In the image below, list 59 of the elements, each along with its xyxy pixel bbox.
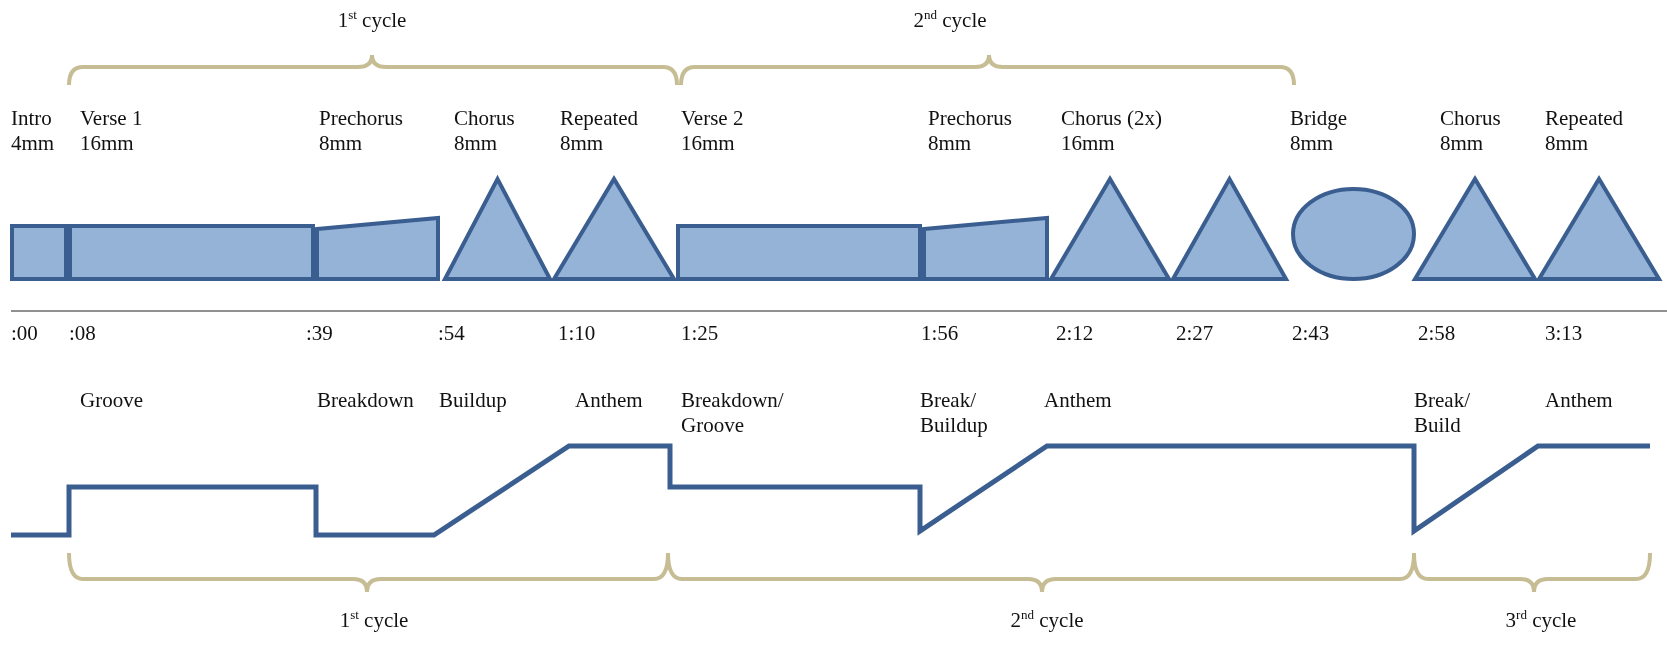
- section-name: Verse 1: [80, 106, 143, 131]
- section-length: 8mm: [1440, 131, 1484, 156]
- triangle-shape: [552, 176, 676, 282]
- ellipse-shape: [1291, 186, 1416, 282]
- time-mark: 2:27: [1176, 321, 1214, 346]
- section-name: Intro: [11, 106, 52, 131]
- section-length: 8mm: [319, 131, 363, 156]
- cycle-label: 3$^{rd}$ cycle: [1504, 608, 1578, 633]
- time-mark: 2:12: [1056, 321, 1094, 346]
- energy-label: Breakdown/ Groove: [681, 388, 785, 438]
- time-mark: 2:43: [1292, 321, 1330, 346]
- energy-label: Anthem: [1044, 388, 1112, 413]
- ramp-shape: [922, 215, 1049, 282]
- triangle-shape: [443, 176, 552, 282]
- section-length: 4mm: [11, 131, 55, 156]
- section-name: Bridge: [1290, 106, 1348, 131]
- cycle-label: 1$^{st}$ cycle: [336, 8, 408, 33]
- triangle-shape: [1171, 176, 1288, 282]
- time-mark: 1:25: [681, 321, 719, 346]
- time-mark: :39: [306, 321, 333, 346]
- energy-label: Break/ Build: [1414, 388, 1471, 438]
- section-length: 8mm: [1545, 131, 1589, 156]
- triangle-shape: [1537, 176, 1661, 282]
- time-mark: 1:56: [921, 321, 959, 346]
- energy-label: Buildup: [439, 388, 507, 413]
- time-mark: 1:10: [558, 321, 596, 346]
- energy-label: Anthem: [1545, 388, 1613, 413]
- section-length: 16mm: [681, 131, 735, 156]
- triangle-shape: [1413, 176, 1537, 282]
- section-length: 16mm: [80, 131, 134, 156]
- time-mark: :00: [11, 321, 38, 346]
- time-mark: :54: [438, 321, 465, 346]
- section-name: Prechorus: [319, 106, 403, 131]
- section-name: Verse 2: [681, 106, 744, 131]
- ramp-shape: [315, 215, 440, 282]
- section-name: Repeated: [1545, 106, 1624, 131]
- triangle-shape: [1049, 176, 1171, 282]
- section-length: 8mm: [560, 131, 604, 156]
- section-name: Prechorus: [928, 106, 1012, 131]
- section-name: Chorus: [454, 106, 515, 131]
- energy-label: Anthem: [575, 388, 643, 413]
- time-mark: 2:58: [1418, 321, 1456, 346]
- cycle-label: 1$^{st}$ cycle: [338, 608, 410, 633]
- section-name: Chorus (2x): [1061, 106, 1162, 131]
- time-mark: 3:13: [1545, 321, 1583, 346]
- section-length: 8mm: [1290, 131, 1334, 156]
- section-name: Repeated: [560, 106, 639, 131]
- cycle-label: 2$^{nd}$ cycle: [912, 8, 988, 33]
- section-length: 8mm: [928, 131, 972, 156]
- cycle-label: 2$^{nd}$ cycle: [1009, 608, 1085, 633]
- time-mark: :08: [69, 321, 96, 346]
- section-name: Chorus: [1440, 106, 1501, 131]
- energy-label: Break/ Buildup: [920, 388, 989, 438]
- section-bar: [10, 223, 68, 282]
- section-bar: [676, 223, 922, 282]
- section-length: 8mm: [454, 131, 498, 156]
- section-length: 16mm: [1061, 131, 1115, 156]
- energy-label: Breakdown: [317, 388, 414, 413]
- energy-label: Groove: [80, 388, 143, 413]
